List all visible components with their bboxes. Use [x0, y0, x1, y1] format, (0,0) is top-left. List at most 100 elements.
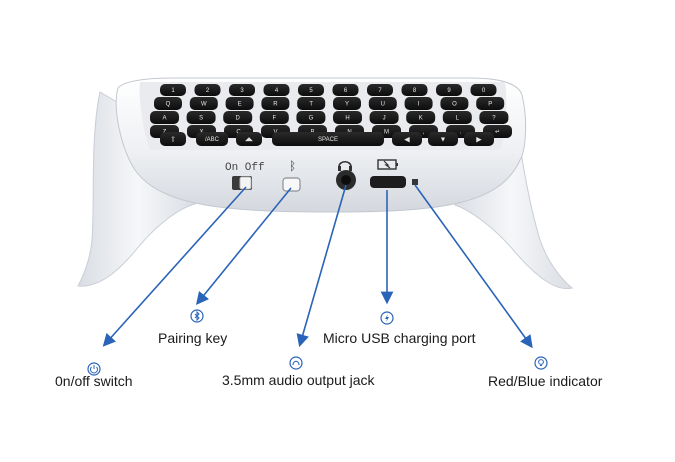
key-1-4[interactable]	[297, 97, 326, 110]
key-2-0[interactable]	[150, 111, 179, 124]
headphone-icon	[289, 356, 303, 370]
key-0-0[interactable]	[160, 84, 186, 96]
key-0-3[interactable]	[263, 84, 290, 96]
key-2-6[interactable]	[369, 111, 399, 124]
power-icon	[87, 362, 101, 376]
key-2-6-label: J	[383, 116, 386, 122]
key-0-5-label: 6	[344, 88, 348, 94]
indicator-led	[412, 179, 418, 185]
key-1-1-label: W	[201, 102, 207, 108]
key-shift[interactable]	[160, 132, 186, 146]
key-0-6[interactable]	[367, 84, 393, 96]
key-0-9[interactable]	[470, 84, 497, 96]
key-0-2-label: 3	[240, 88, 244, 94]
key-2-4[interactable]	[296, 111, 326, 124]
indicator-line	[414, 184, 533, 349]
key-1-2-label: E	[238, 102, 242, 108]
key-1-9-label: P	[488, 102, 492, 108]
pairing-key[interactable]	[282, 177, 301, 192]
usb-port-label: Micro USB charging port	[323, 330, 476, 346]
key-2-5[interactable]	[333, 111, 362, 124]
key-down[interactable]	[428, 132, 458, 146]
key-right[interactable]	[464, 132, 494, 146]
key-2-4-label: G	[309, 116, 314, 122]
key-0-1-label: 2	[206, 88, 210, 94]
key-0-7[interactable]	[401, 84, 428, 96]
key-2-7[interactable]	[406, 111, 436, 124]
key-1-3-label: R	[273, 102, 278, 108]
key-1-4-label: T	[309, 102, 313, 108]
key-1-8-label: O	[452, 102, 457, 108]
onoff-switch[interactable]	[232, 176, 252, 190]
charging-icon	[380, 311, 394, 325]
key-grid: 1234567890QWERTYUIOPASDFGHJKL?ZXCVBNM,.↵…	[150, 84, 512, 146]
key-0-4[interactable]	[298, 84, 324, 96]
key-0-0-label: 1	[171, 88, 175, 94]
callout-lines	[102, 184, 533, 349]
key-1-1[interactable]	[189, 97, 218, 110]
switch-label: On Off	[225, 162, 265, 174]
key-3-6-label: M	[384, 130, 389, 136]
light-bulb-icon	[534, 356, 548, 370]
onoff-switch-label: 0n/off switch	[55, 373, 133, 389]
key-2-1[interactable]	[186, 111, 216, 124]
key-2-9-label: ?	[492, 116, 496, 122]
key-1-3[interactable]	[261, 97, 290, 110]
key-left[interactable]	[392, 132, 422, 146]
key-abc-label: /ABC	[205, 137, 220, 143]
key-3-8-label: .	[460, 130, 462, 136]
pairing-key-label: Pairing key	[158, 330, 228, 346]
key-lang[interactable]	[236, 132, 262, 146]
pairing-line	[195, 187, 292, 305]
audio-jack-label: 3.5mm audio output jack	[222, 372, 375, 388]
key-2-7-label: K	[419, 116, 423, 122]
key-1-7[interactable]	[404, 97, 433, 110]
key-1-0-label: Q	[166, 102, 171, 108]
key-2-2-label: D	[236, 116, 241, 122]
key-1-8[interactable]	[440, 97, 469, 110]
key-3-9-label: ↵	[495, 130, 500, 136]
key-lang-label: ◢◣	[245, 137, 253, 143]
key-2-8[interactable]	[442, 111, 472, 124]
key-1-7-label: I	[418, 102, 420, 108]
key-2-5-label: H	[345, 116, 349, 122]
audio-line	[296, 184, 347, 348]
key-space[interactable]	[272, 132, 384, 146]
key-0-9-label: 0	[482, 88, 486, 94]
indicator-label: Red/Blue indicator	[488, 373, 603, 389]
key-0-6-label: 7	[378, 88, 382, 94]
key-space-label: SPACE	[318, 137, 338, 143]
key-0-3-label: 4	[275, 88, 279, 94]
key-right-label: ▶	[476, 136, 482, 143]
key-0-1[interactable]	[194, 84, 221, 96]
key-1-2[interactable]	[225, 97, 254, 110]
key-2-8-label: L	[456, 116, 460, 122]
key-2-9[interactable]	[479, 111, 509, 124]
key-1-5[interactable]	[333, 97, 361, 110]
key-shift-label: ⇧	[170, 135, 176, 143]
key-left-label: ◀	[404, 136, 410, 143]
key-3-7-label: ,	[423, 130, 425, 136]
key-2-3[interactable]	[259, 111, 289, 124]
key-0-8-label: 9	[447, 88, 451, 94]
onoff-line	[102, 186, 247, 347]
key-0-2[interactable]	[229, 84, 255, 96]
bluetooth-symbol: ᛒ	[289, 160, 296, 174]
key-1-9[interactable]	[476, 97, 505, 110]
key-1-6[interactable]	[368, 97, 397, 110]
key-0-5[interactable]	[332, 84, 359, 96]
key-0-8[interactable]	[436, 84, 462, 96]
key-1-0[interactable]	[154, 97, 182, 110]
key-0-7-label: 8	[413, 88, 417, 94]
key-2-3-label: F	[272, 116, 276, 122]
key-abc[interactable]	[196, 132, 228, 146]
key-0-4-label: 5	[309, 88, 313, 94]
bluetooth-icon	[190, 309, 204, 323]
key-1-6-label: U	[381, 102, 385, 108]
key-2-2[interactable]	[223, 111, 253, 124]
usb-port	[370, 176, 406, 188]
usb-symbol	[377, 159, 398, 170]
headphone-symbol	[338, 160, 352, 171]
audio-jack	[336, 170, 356, 190]
